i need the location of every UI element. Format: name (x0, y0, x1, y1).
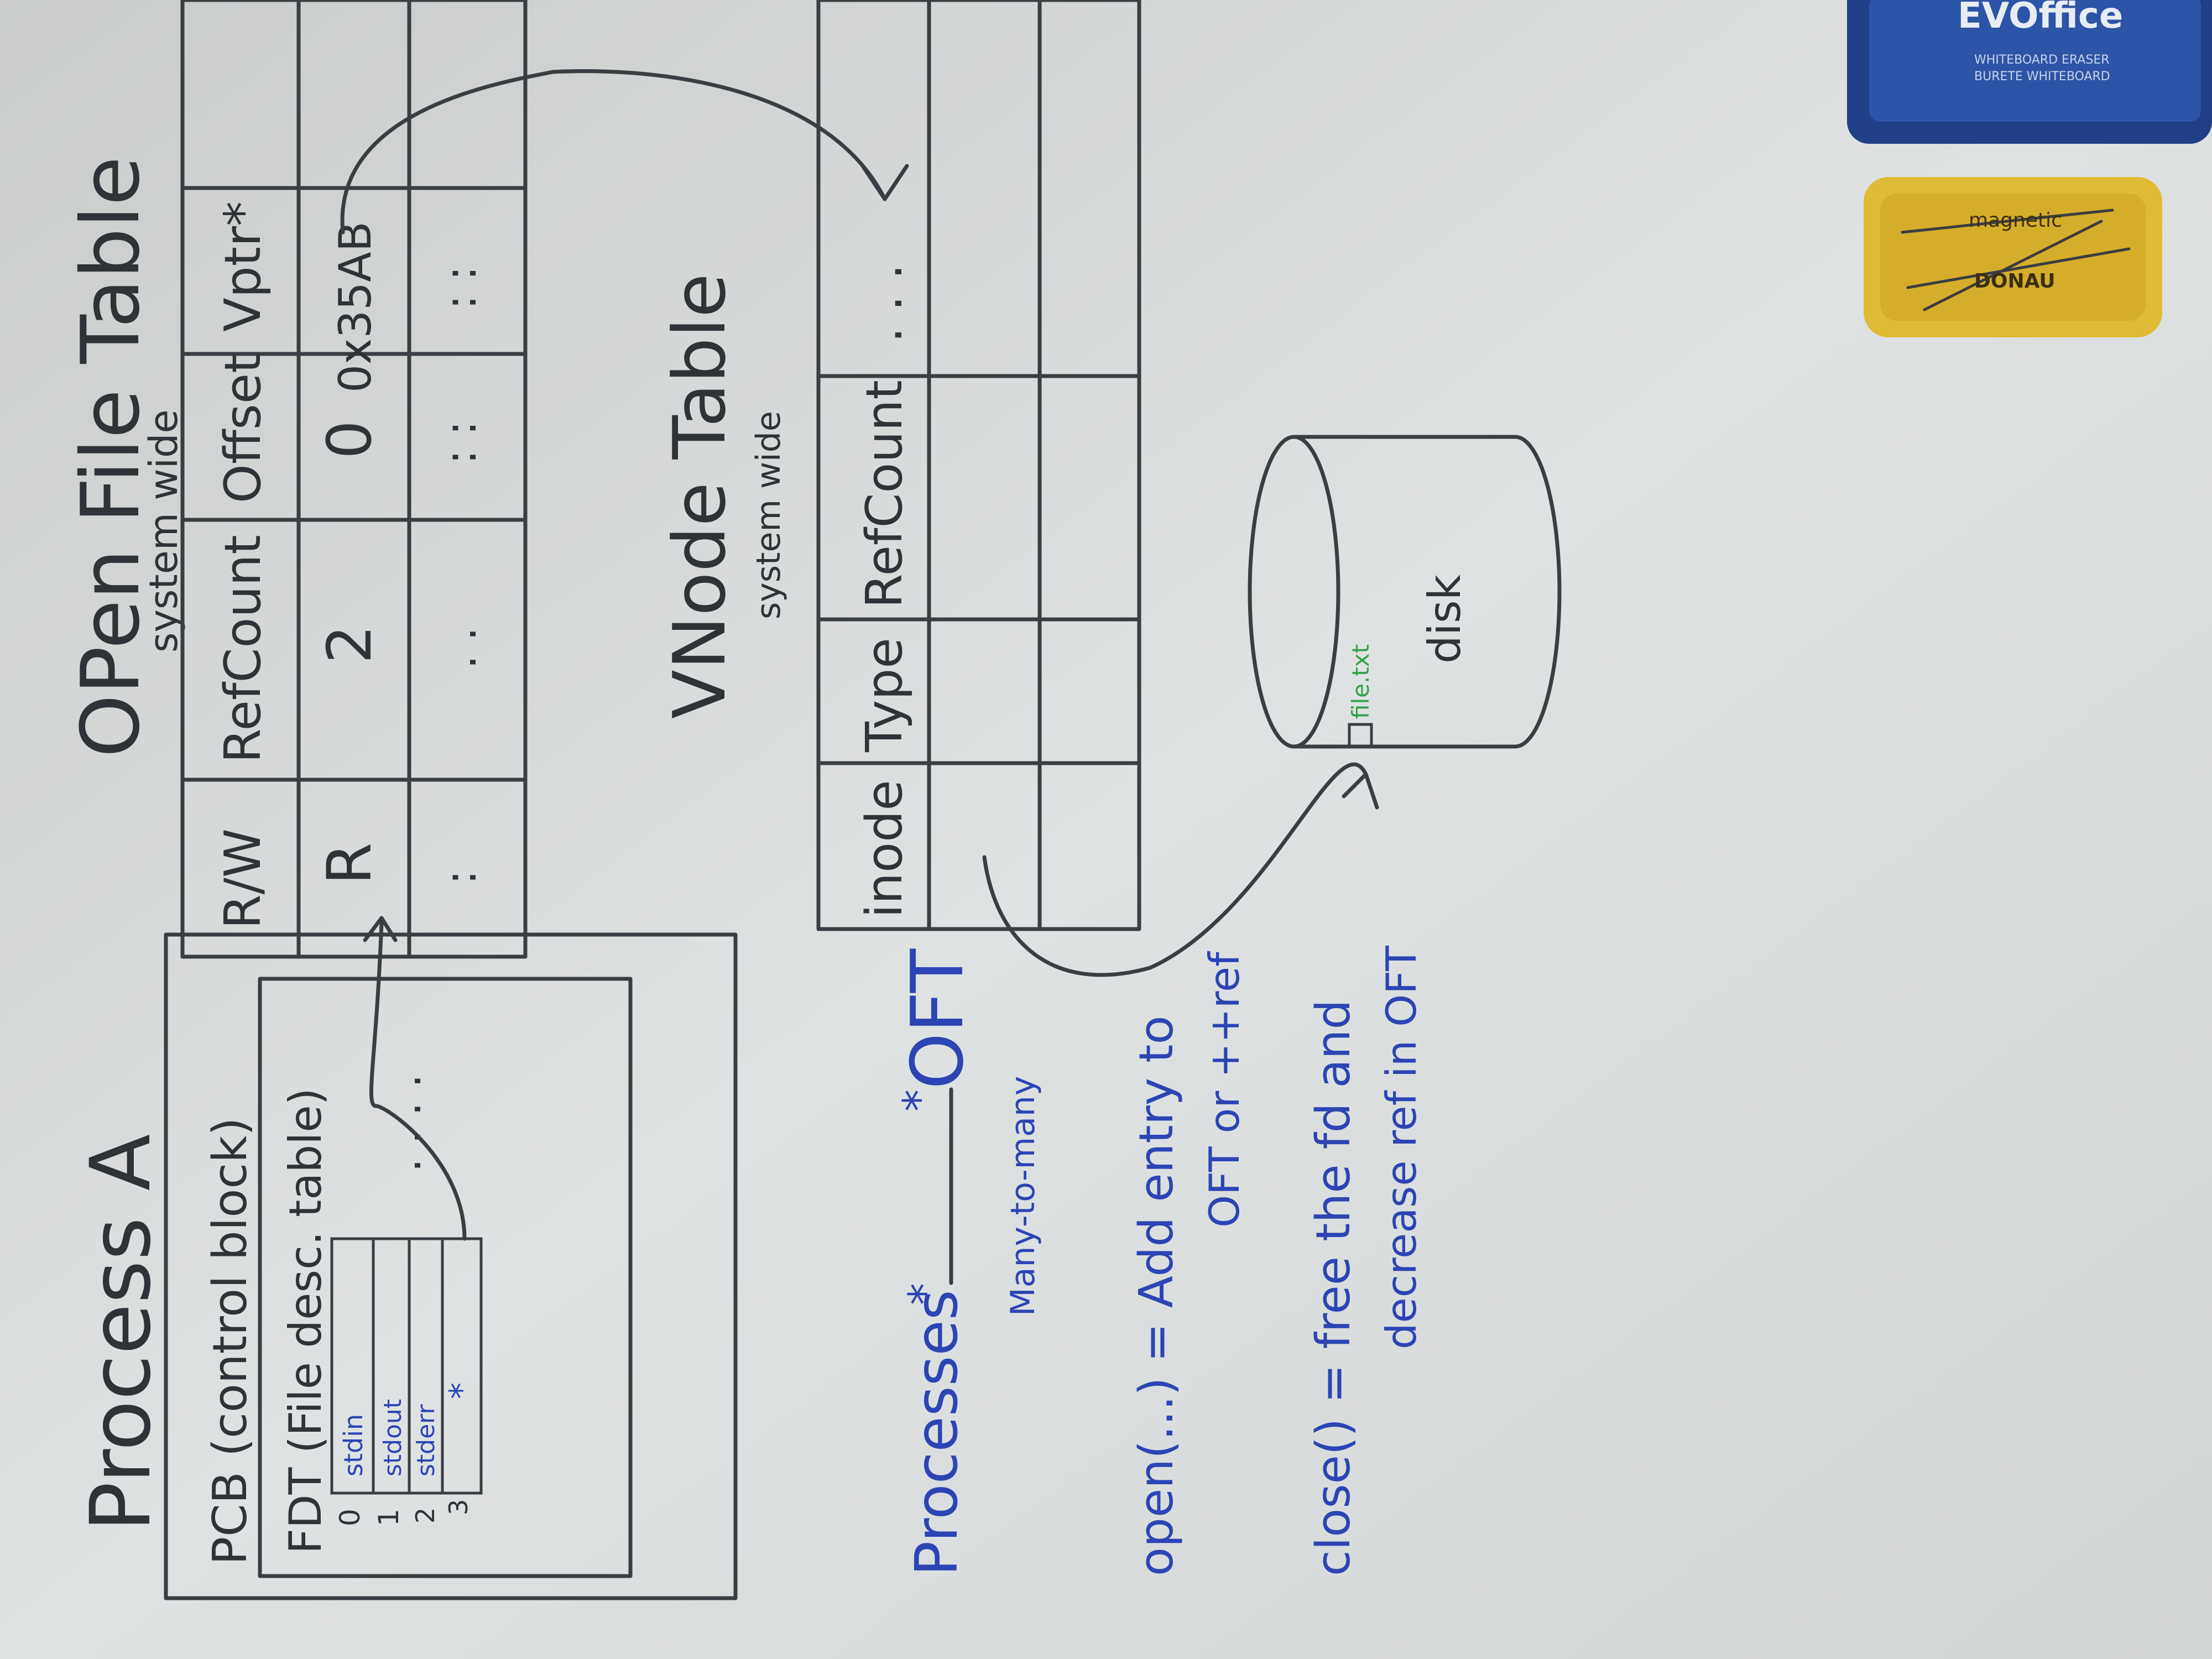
oft-table: R/W RefCount Offset Vptr* R 2 0 0x35AB :… (180, 0, 528, 959)
eraser1-line1: WHITEBOARD ERASER (1974, 53, 2110, 67)
vnode-header-type: Type (855, 638, 914, 753)
relation-left: Processes (903, 1290, 971, 1576)
oft-cell-offset: 0 (314, 420, 385, 459)
oft-header-rw: R/W (214, 828, 272, 929)
file-icon (1348, 723, 1373, 748)
fd-index-1: 1 (373, 1509, 405, 1526)
disk-cylinder: file.txt disk (1248, 435, 1562, 749)
vnode-header-more: . . . (855, 264, 914, 343)
vnode-header-refcount: RefCount (855, 380, 914, 608)
fd-index-0: 0 (334, 1509, 366, 1526)
blue-eraser: EVOffice WHITEBOARD ERASER BURETE WHITEB… (1847, 0, 2212, 144)
close-note-line1: close() = free the fd and (1306, 1000, 1361, 1576)
inode-to-disk-arrow (982, 762, 1368, 977)
oft-cell-rw: R (314, 843, 385, 885)
fd-index-2: 2 (410, 1507, 440, 1524)
relation-caption: Many-to-many (1004, 1076, 1042, 1316)
vnode-table: inode Type RefCount . . . (816, 0, 1141, 931)
fd-entry-stdout: stdout (379, 1399, 407, 1477)
oft-ellipsis-3: : : (435, 266, 486, 310)
oft-title: OPen File Table (64, 156, 158, 758)
eraser1-brand: EVOffice (1958, 0, 2123, 36)
disk-file-label: file.txt (1347, 644, 1374, 719)
vnode-header-inode: inode (855, 780, 914, 918)
disk-label: disk (1419, 574, 1470, 664)
oft-ellipsis-1: . . (435, 627, 486, 669)
oft-to-vnode-arrow (340, 69, 887, 234)
relation-right-star: * (894, 1089, 945, 1112)
fdt-label: FDT (File desc. table) (280, 1088, 331, 1554)
oft-header-vptr: Vptr* (214, 201, 272, 332)
eraser2-line1: magnetic (1969, 209, 2062, 232)
process-box (164, 932, 738, 1600)
fd-entry-stderr: stderr (412, 1404, 440, 1477)
oft-ellipsis-0: : (435, 870, 486, 885)
eraser2-line2: DONAU (1974, 270, 2056, 293)
oft-cell-vptr: 0x35AB (330, 221, 381, 393)
eraser1-line2: BURETE WHITEBOARD (1974, 70, 2110, 84)
pcb-label: PCB (control block) (203, 1118, 258, 1565)
fd-index-3: 3 (444, 1499, 473, 1515)
oft-header-refcount: RefCount (214, 535, 272, 763)
vnode-title: VNode Table (658, 273, 742, 719)
fd-to-oft-arrow (369, 921, 467, 1241)
oft-header-offset: Offset (214, 354, 272, 503)
relation-left-star: * (899, 1283, 951, 1305)
oft-ellipsis-2: : : (435, 421, 486, 465)
yellow-eraser: magnetic DONAU (1864, 177, 2162, 337)
rotated-drawing: Process A PCB (control block) FDT (File … (64, 0, 1562, 1600)
oft-cell-refcount: 2 (314, 625, 385, 664)
close-note-line2: decrease ref in OFT (1377, 945, 1426, 1349)
open-note-line2: OFT or ++ref (1200, 951, 1249, 1228)
pcb-box (258, 977, 633, 1578)
oft-subtitle: system wide (141, 409, 186, 653)
vnode-subtitle: system wide (749, 411, 788, 619)
fd-entry-stdin: stdin (338, 1414, 368, 1477)
fd-entry-star: * (442, 1383, 481, 1399)
open-note-line1: open(...) = Add entry to (1129, 1016, 1184, 1576)
relation-right: OFT (895, 948, 979, 1089)
fd-table: 0 1 2 3 stdin stdout stderr * (330, 1237, 483, 1526)
process-title: Process A (73, 1134, 169, 1532)
